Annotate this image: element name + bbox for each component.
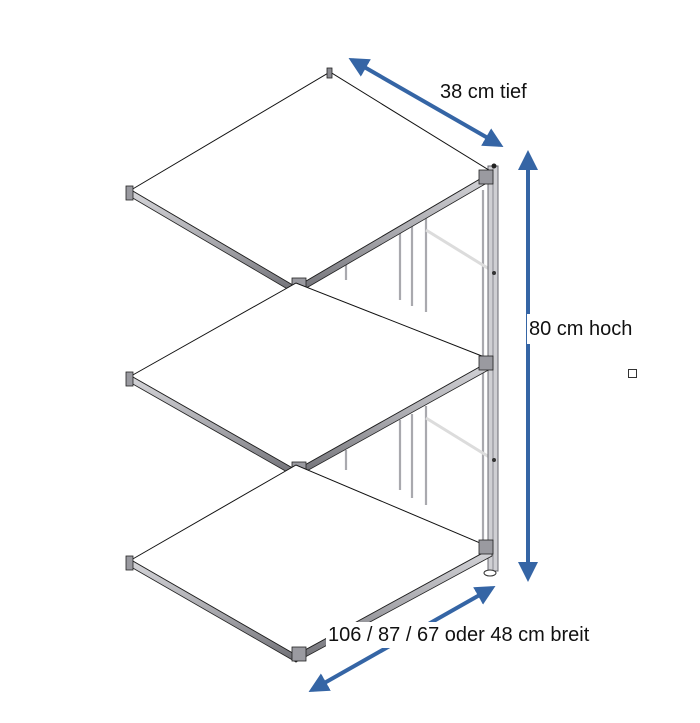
depth-label: 38 cm tief	[440, 81, 527, 103]
shelf-middle	[125, 282, 494, 478]
cross-braces	[425, 228, 495, 462]
height-label: 80 cm hoch	[527, 314, 635, 344]
width-label: 106 / 87 / 67 oder 48 cm breit	[326, 622, 592, 648]
back-frame	[344, 190, 485, 560]
selection-handle-icon[interactable]	[628, 369, 637, 378]
depth-arrow-icon	[348, 58, 504, 147]
